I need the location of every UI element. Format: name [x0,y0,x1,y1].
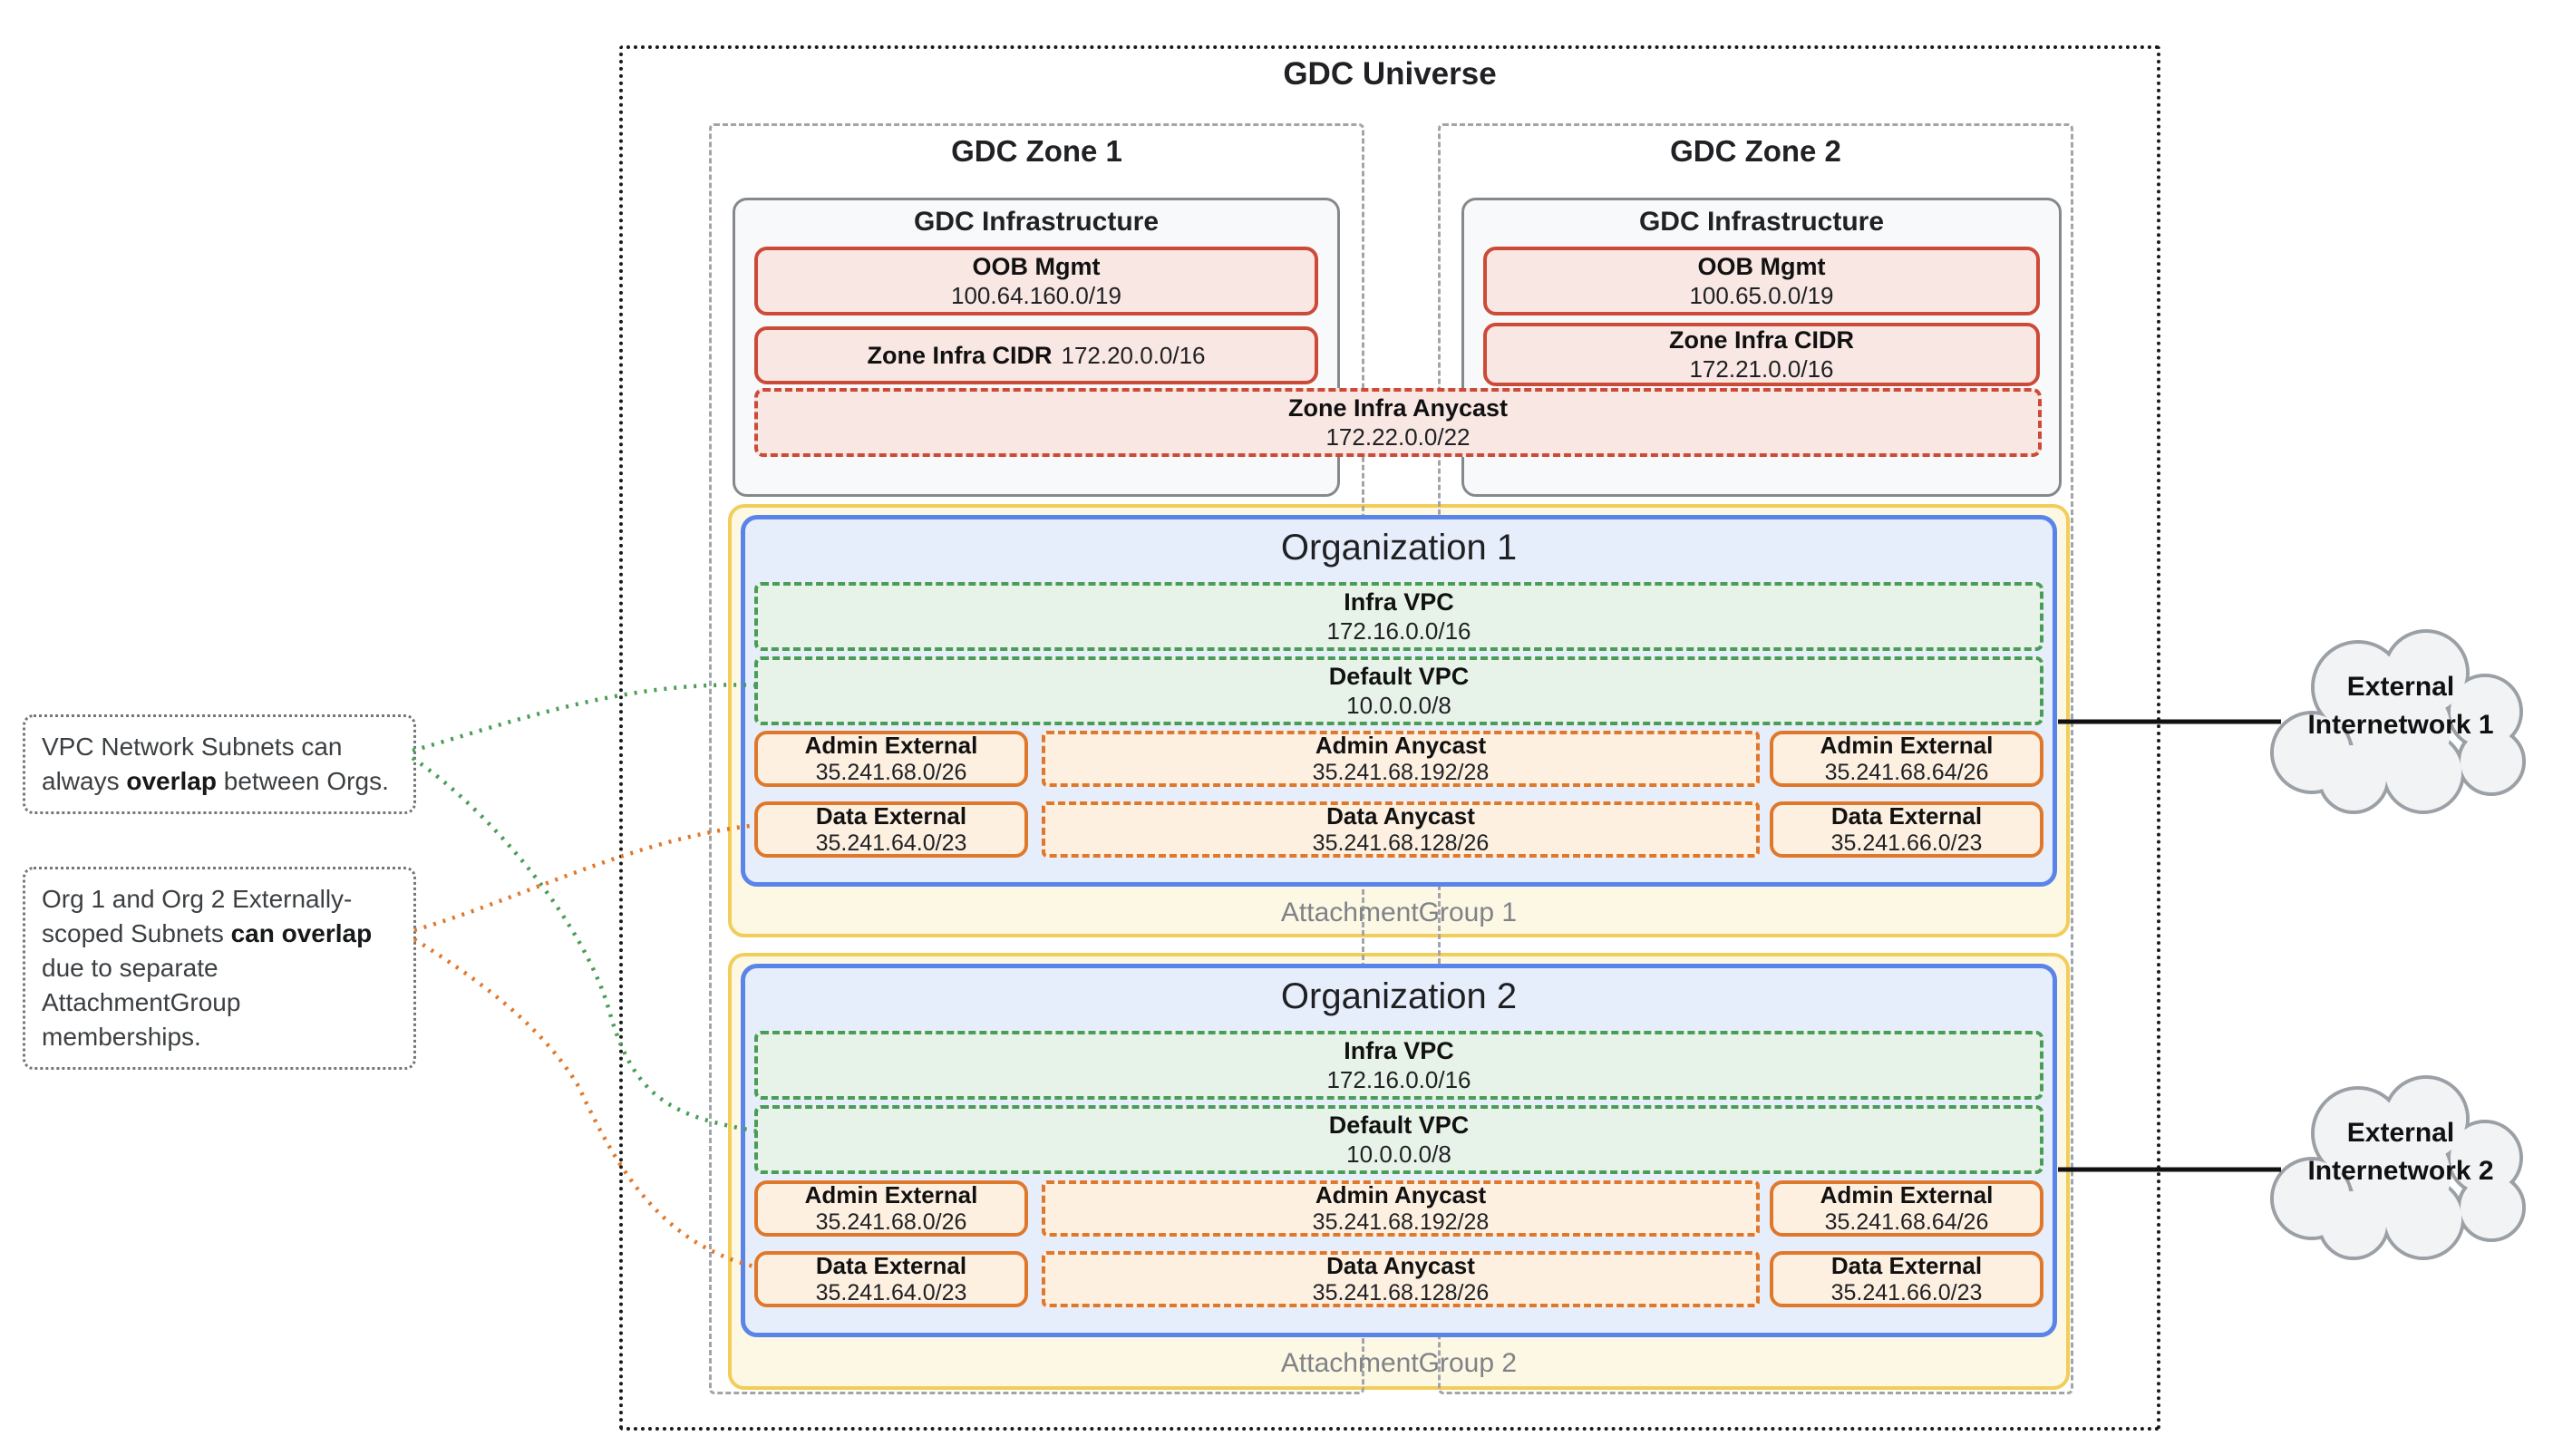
subnet-cidr: 35.241.68.0/26 [815,760,967,785]
oob-mgmt-cidr: 100.65.0.0/19 [1689,282,1834,309]
subnet-cidr: 35.241.68.192/28 [1312,1209,1490,1235]
org2-admin-anycast-box: Admin Anycast 35.241.68.192/28 [1042,1180,1760,1237]
org1-data-anycast-box: Data Anycast 35.241.68.128/26 [1042,801,1760,858]
oob-mgmt-label: OOB Mgmt [972,253,1101,280]
subnet-cidr: 35.241.68.0/26 [815,1209,967,1235]
zone-2-infrastructure-title: GDC Infrastructure [1638,207,1885,237]
infra-vpc-cidr: 172.16.0.0/16 [1326,617,1471,645]
subnet-cidr: 35.241.64.0/23 [815,1280,967,1306]
attachment-group-1-label: AttachmentGroup 1 [1280,898,1518,927]
universe-title: GDC Universe [1283,56,1497,92]
zone-infra-cidr-label: Zone Infra CIDR [867,341,1053,369]
subnet-cidr: 35.241.68.128/26 [1312,1280,1490,1306]
subnet-label: Admin External [804,1181,978,1208]
org1-admin-external-left-box: Admin External 35.241.68.0/26 [754,731,1028,787]
org2-admin-external-left-box: Admin External 35.241.68.0/26 [754,1180,1028,1237]
cloud-icon [2270,1075,2526,1260]
default-vpc-cidr: 10.0.0.0/8 [1346,692,1451,719]
subnet-label: Admin External [1820,732,1994,759]
zone-infra-cidr-value: 172.21.0.0/16 [1689,355,1834,383]
subnet-cidr: 35.241.68.64/26 [1824,1209,1989,1235]
subnet-label: Data External [815,802,967,830]
infra-vpc-cidr: 172.16.0.0/16 [1326,1066,1471,1093]
subnet-cidr: 35.241.66.0/23 [1830,830,1983,856]
org2-default-vpc-box: Default VPC 10.0.0.0/8 [754,1105,2043,1174]
cloud-icon [2270,629,2526,814]
note-bold-text: overlap [126,767,217,795]
subnet-cidr: 35.241.68.192/28 [1312,760,1490,785]
zone-infra-cidr-label: Zone Infra CIDR [1668,326,1854,354]
org1-default-vpc-box: Default VPC 10.0.0.0/8 [754,656,2043,725]
subnet-cidr: 35.241.64.0/23 [815,830,967,856]
org1-admin-anycast-box: Admin Anycast 35.241.68.192/28 [1042,731,1760,787]
zone-1-infrastructure-title: GDC Infrastructure [913,207,1160,237]
zone-infra-anycast-box: Zone Infra Anycast 172.22.0.0/22 [754,388,2042,457]
note-vpc-overlap: VPC Network Subnets can always overlap b… [23,714,416,814]
organization-1-title: Organization 1 [1280,528,1518,568]
zone-1-infra-cidr-box: Zone Infra CIDR 172.20.0.0/16 [754,326,1318,384]
organization-2-title: Organization 2 [1280,976,1518,1016]
note-bold-text: can overlap [230,919,373,947]
zone-infra-cidr-value: 172.20.0.0/16 [1061,341,1206,369]
subnet-label: Admin Anycast [1315,1181,1487,1208]
zone-1-title: GDC Zone 1 [951,134,1122,168]
org2-infra-vpc-box: Infra VPC 172.16.0.0/16 [754,1031,2043,1100]
subnet-label: Data Anycast [1326,1252,1475,1279]
zone-2-oob-mgmt-box: OOB Mgmt 100.65.0.0/19 [1483,247,2040,315]
infra-vpc-label: Infra VPC [1344,588,1454,616]
org1-infra-vpc-box: Infra VPC 172.16.0.0/16 [754,582,2043,651]
note-text: due to separate AttachmentGroup membersh… [42,954,241,1051]
org1-data-external-left-box: Data External 35.241.64.0/23 [754,801,1028,858]
subnet-label: Data External [815,1252,967,1279]
org1-admin-external-right-box: Admin External 35.241.68.64/26 [1770,731,2043,787]
org2-admin-external-right-box: Admin External 35.241.68.64/26 [1770,1180,2043,1237]
default-vpc-label: Default VPC [1328,1111,1470,1139]
zone-2-infra-cidr-box: Zone Infra CIDR 172.21.0.0/16 [1483,323,2040,386]
external-internetwork-2-label: External Internetwork 2 [2265,1114,2537,1190]
default-vpc-cidr: 10.0.0.0/8 [1346,1141,1451,1168]
note-text: VPC Network Subnets can always [42,733,343,795]
subnet-label: Admin External [1820,1181,1994,1208]
attachment-group-2-label: AttachmentGroup 2 [1280,1348,1518,1378]
cloud-label-line: Internetwork 1 [2307,710,2494,740]
subnet-cidr: 35.241.68.64/26 [1824,760,1989,785]
org2-data-external-left-box: Data External 35.241.64.0/23 [754,1251,1028,1307]
subnet-cidr: 35.241.66.0/23 [1830,1280,1983,1306]
subnet-label: Data External [1830,1252,1983,1279]
org2-data-anycast-box: Data Anycast 35.241.68.128/26 [1042,1251,1760,1307]
cloud-label-line: External [2346,672,2455,702]
note-text: between Orgs. [216,767,389,795]
zone-infra-anycast-cidr: 172.22.0.0/22 [1325,423,1471,451]
external-internetwork-1-label: External Internetwork 1 [2265,668,2537,744]
cloud-label-line: External [2346,1118,2455,1148]
org1-data-external-right-box: Data External 35.241.66.0/23 [1770,801,2043,858]
subnet-label: Admin Anycast [1315,732,1487,759]
cloud-label-line: Internetwork 2 [2307,1156,2494,1186]
zone-infra-anycast-label: Zone Infra Anycast [1287,394,1509,422]
note-external-overlap: Org 1 and Org 2 Externally-scoped Subnet… [23,867,416,1070]
zone-1-oob-mgmt-box: OOB Mgmt 100.64.160.0/19 [754,247,1318,315]
subnet-label: Data Anycast [1326,802,1475,830]
note-text: Org 1 and Org 2 Externally-scoped Subnet… [42,885,353,947]
org2-data-external-right-box: Data External 35.241.66.0/23 [1770,1251,2043,1307]
subnet-label: Data External [1830,802,1983,830]
oob-mgmt-cidr: 100.64.160.0/19 [951,282,1121,309]
oob-mgmt-label: OOB Mgmt [1697,253,1826,280]
subnet-cidr: 35.241.68.128/26 [1312,830,1490,856]
default-vpc-label: Default VPC [1328,663,1470,690]
zone-2-title: GDC Zone 2 [1670,134,1841,168]
subnet-label: Admin External [804,732,978,759]
infra-vpc-label: Infra VPC [1344,1037,1454,1064]
